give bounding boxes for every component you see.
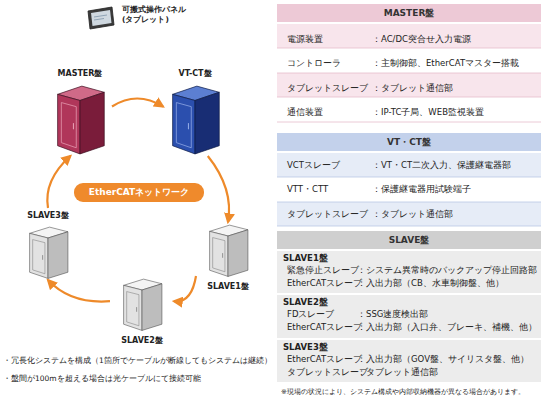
vtct-rows [277,153,541,226]
row-stripe [277,202,541,226]
cabinet-node: VT-CT盤 [163,66,227,156]
row-stripe [277,73,541,97]
table-cell: 緊急停止スレーブ [287,266,359,276]
table-cell: VCTスレーブ [287,161,340,171]
row-line [277,97,541,98]
panel-name: VT-CT盤 [153,68,237,79]
row-stripe [277,97,541,122]
panel-name: SLAVE1盤 [186,281,270,292]
panel-name: MASTER盤 [38,68,122,79]
note-text: ・盤間が100mを超える場合は光ケーブルにて接続可能 [3,375,201,384]
section-band: VT・CT盤 [277,133,541,151]
tablet-node: 可搬式操作パネル (タブレット) [86,3,198,37]
cabinet-node: MASTER盤 [48,66,112,156]
table-cell: ：入出力部（入口弁、ブレーキ、補機、他） [357,323,537,333]
network-arrow [208,156,229,222]
cabinet-art [52,82,108,160]
table-cell: タブレットスレーブ [287,368,368,378]
section-heading: VT・CT盤 [387,136,431,149]
cabinet-illustration [25,224,71,280]
cabinet-art [205,222,251,282]
table-cell: ：主制御部、EtherCATマスター搭載 [372,59,519,69]
table-cell: FDスレーブ [287,310,334,320]
cabinet-node: SLAVE2盤 [110,276,174,348]
table-cell: ：IP-TC子局、WEB監視装置 [372,108,484,118]
cabinet-illustration [167,82,223,156]
table-cell: タブレットスレーブ [287,210,368,220]
table-cell: ：タブレット通信部 [372,84,453,94]
table-cell: ：入出力部（CB、水車制御盤、他） [357,279,504,289]
panel-name: SLAVE2盤 [100,335,184,346]
row-line [277,226,541,227]
network-label: EtherCATネットワーク [74,183,204,202]
table-cell: 電源装置 [287,35,323,45]
network-name: EtherCATネットワーク [89,186,189,199]
cabinet-art [119,276,165,336]
section-heading: SLAVE盤 [389,234,430,247]
cabinet-illustration [119,276,165,332]
row-line [277,48,541,49]
table-cell: ：AC/DC突合せ入力電源 [372,35,471,45]
row-stripe [277,153,541,177]
table-cell: ：システム異常時のバックアップ停止回路部 [357,266,537,276]
table-cell: コントローラ [287,59,341,69]
table-cell: ：VT・CT二次入力、保護継電器部 [372,161,511,171]
row-line [277,177,541,178]
cabinet-illustration [52,82,108,156]
section-band: MASTER盤 [277,4,541,22]
cabinet-art [167,82,223,160]
network-arrow [112,99,163,107]
cabinet-node: SLAVE1盤 [196,222,260,294]
panel-name: SLAVE3盤 [6,210,90,221]
table-cell: ：タブレット通信部 [372,210,453,220]
network-arrow [48,280,110,302]
network-arrow [174,276,196,301]
panel-subheading: SLAVE1盤 [283,254,328,264]
table-cell: ：タブレット通信部 [357,368,438,378]
row-line [277,122,541,123]
table-cell: ：保護継電器用試験端子 [372,185,471,195]
tablet-art [86,5,116,35]
master-rows [277,24,541,122]
row-line [277,73,541,74]
panel-subheading: SLAVE2盤 [283,298,328,308]
row-stripe [277,24,541,48]
tablet-illustration [86,5,116,31]
block-fill [277,340,541,382]
panel-name: 可搬式操作パネル (タブレット) [122,5,196,25]
table-cell: タブレットスレーブ [287,84,368,94]
footnote-text: ※現場の状況により、システム構成や内部収納機器が異なる場合があります。 [281,388,525,396]
table-cell: VTT・CTT [287,185,328,195]
table-cell: EtherCATスレーブ [287,279,362,289]
table-cell: ：入出力部（GOV盤、サイリスタ盤、他） [357,355,529,365]
section-heading: MASTER盤 [384,7,435,20]
block-fill [277,295,541,338]
row-stripe [277,177,541,202]
slave-blocks [277,251,541,382]
panel-subheading: SLAVE3盤 [283,343,328,353]
table-cell: 通信装置 [287,108,323,118]
cabinet-art [25,224,71,284]
table-cell: EtherCATスレーブ [287,323,362,333]
table-cell: EtherCATスレーブ [287,355,362,365]
network-arrow [47,156,70,208]
block-fill [277,251,541,293]
cabinet-node: SLAVE3盤 [16,208,80,280]
row-stripe [277,48,541,73]
cabinet-illustration [205,222,251,278]
note-text: ・冗長化システムを構成（1箇所でケーブルが断線してもシステムは継続） [3,357,272,366]
row-line [277,202,541,203]
section-band: SLAVE盤 [277,231,541,249]
table-cell: ：SSG速度検出部 [357,310,428,320]
